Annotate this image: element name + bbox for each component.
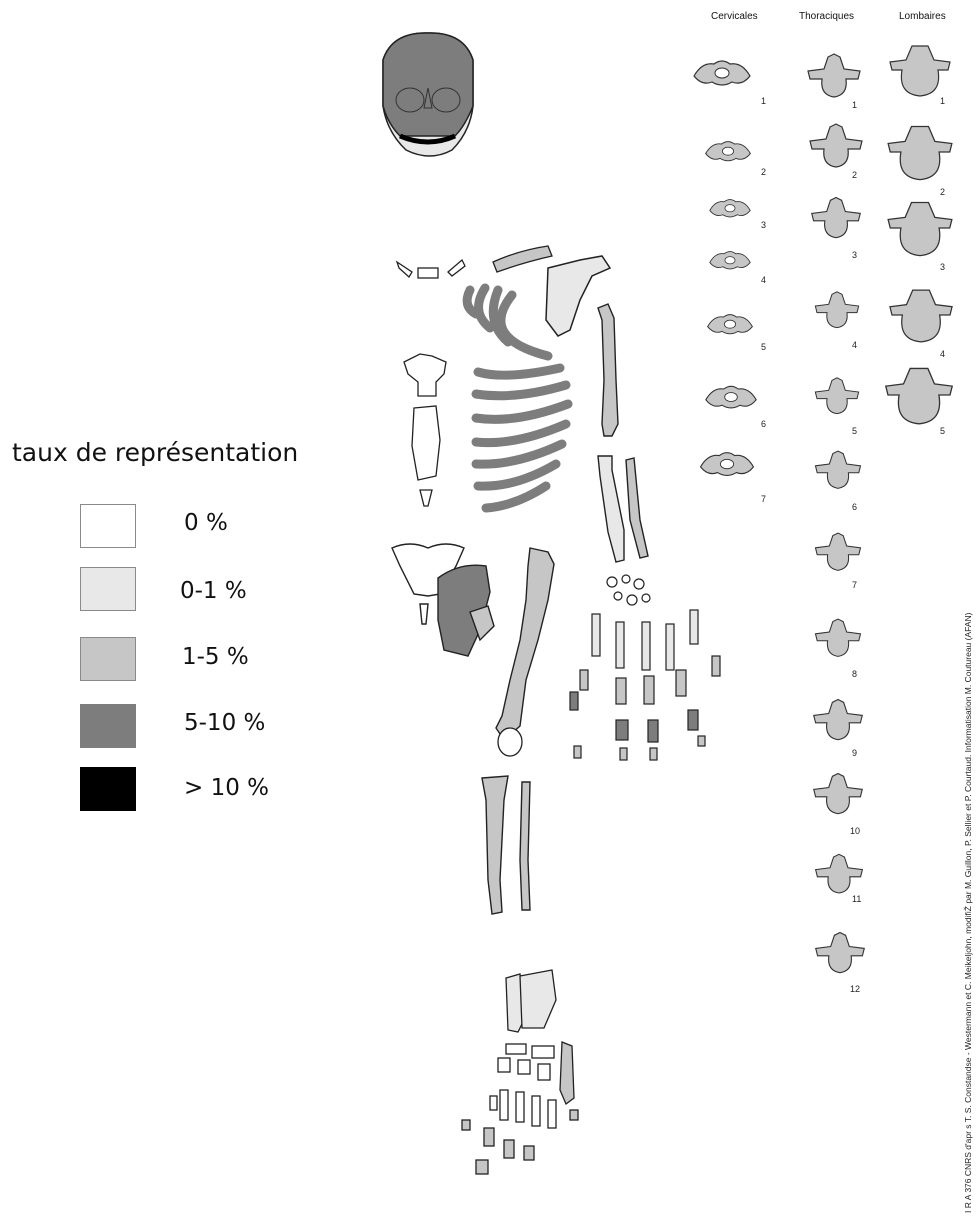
arm-bones [598,304,648,562]
cervical-label-7: 7 [761,494,766,504]
thoracic-vertebrae: 1 2 3 4 5 6 7 8 9 10 11 12 [808,54,864,994]
lumbar-label-1: 1 [940,96,945,106]
thoracic-label-10: 10 [850,826,860,836]
lumbar-label-4: 4 [940,349,945,359]
cervical-label-2: 2 [761,167,766,177]
pelvis [392,544,494,656]
lumbar-label-2: 2 [940,187,945,197]
skull [383,33,473,156]
thoracic-label-12: 12 [850,984,860,994]
thoracic-label-3: 3 [852,250,857,260]
upper-small-bones [397,246,552,278]
cervical-label-6: 6 [761,419,766,429]
leg-bones [482,776,530,914]
thoracic-label-4: 4 [852,340,857,350]
lumbar-label-3: 3 [940,262,945,272]
scapula [546,256,610,336]
thoracic-label-9: 9 [852,748,857,758]
hand-bones [570,575,720,760]
thoracic-label-8: 8 [852,669,857,679]
cervical-label-1: 1 [761,96,766,106]
cervical-label-5: 5 [761,342,766,352]
cervical-label-4: 4 [761,275,766,285]
thoracic-label-6: 6 [852,502,857,512]
patella [498,728,522,756]
thoracic-label-2: 2 [852,170,857,180]
thoracic-label-1: 1 [852,100,857,110]
sternum [404,354,446,506]
cervical-label-3: 3 [761,220,766,230]
foot-bones [462,970,578,1174]
lumbar-label-5: 5 [940,426,945,436]
lumbar-vertebrae: 1 2 3 4 5 [886,46,952,436]
thoracic-label-11: 11 [852,894,861,904]
cervical-vertebrae: 1 2 3 4 5 6 7 [694,61,766,504]
thoracic-label-7: 7 [852,580,857,590]
thoracic-label-5: 5 [852,426,857,436]
femur [496,548,554,740]
